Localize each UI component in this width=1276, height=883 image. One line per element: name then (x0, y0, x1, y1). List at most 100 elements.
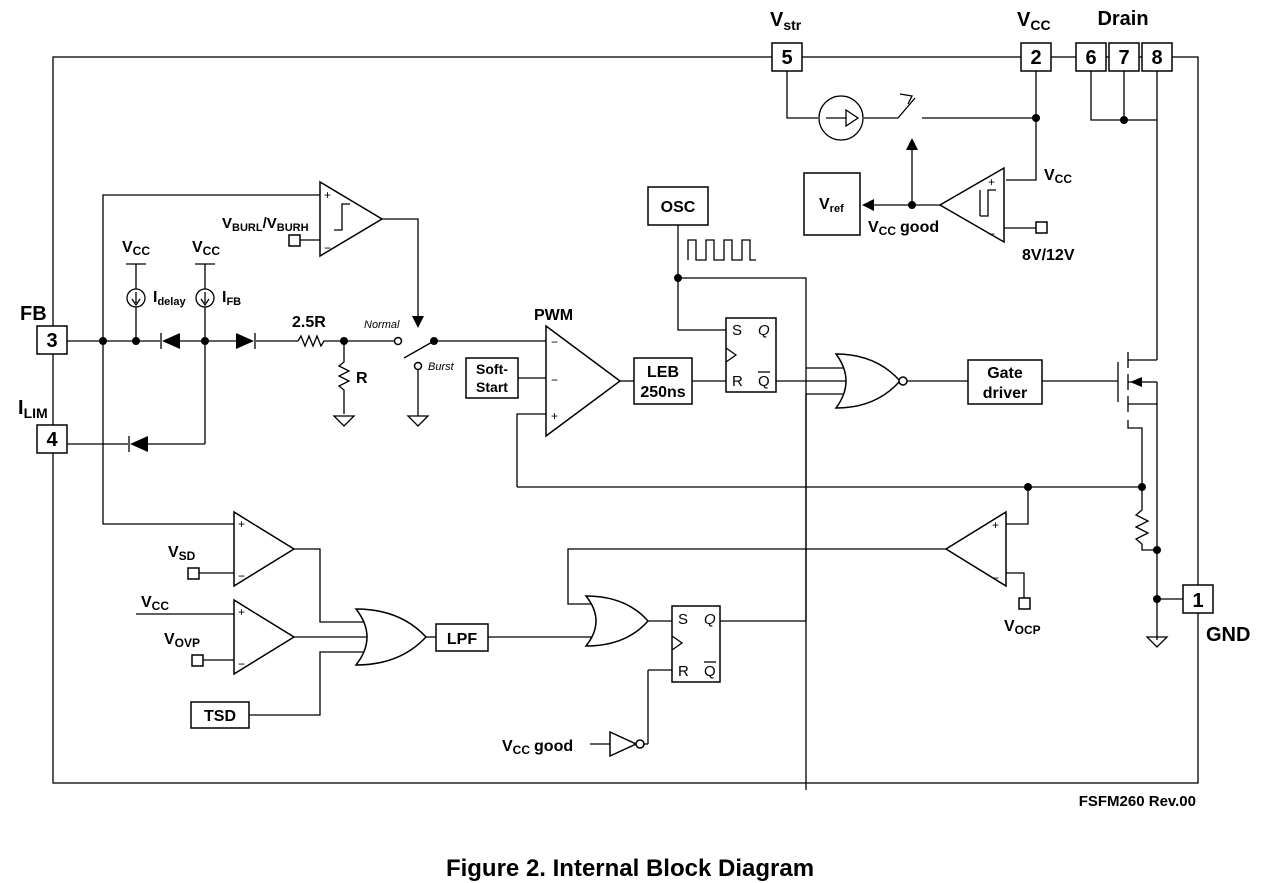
resistor-r-label: R (356, 370, 368, 387)
node-source (1153, 546, 1161, 554)
fb-to-burst-wire (102, 194, 320, 341)
latch-qbar: Q (704, 663, 716, 680)
fb-to-sd-wire (102, 341, 234, 525)
vstr-label: Vstr (770, 9, 802, 33)
lpf-label: LPF (447, 631, 477, 648)
ifb-label: IFB (222, 289, 241, 308)
figure-caption: Figure 2. Internal Block Diagram (446, 855, 814, 882)
pwm-ff-qbar: Q (758, 373, 770, 390)
mosfet-arrow (1130, 377, 1142, 387)
pin-1-box (1182, 584, 1214, 614)
pwm-ff-q: Q (758, 322, 770, 339)
soft-start-label-2: Start (476, 379, 508, 395)
ovp-ref-terminal (191, 654, 204, 667)
latch-r: R (678, 663, 689, 680)
leb-label-2: 250ns (640, 384, 685, 401)
leb-block (633, 357, 693, 405)
uvlo-ref-terminal (1035, 221, 1048, 234)
burst-comparator (319, 180, 384, 258)
or-gate-protection (354, 608, 428, 666)
tsd-to-or-wire (249, 651, 364, 716)
node-vcc-good (908, 201, 916, 209)
ifb-vcc-label: VCC (192, 239, 220, 258)
idelay-source (126, 288, 146, 308)
ovp-plus: + (238, 605, 245, 619)
ocp-ref-wire (1006, 572, 1025, 598)
osc-waveform (687, 239, 756, 261)
burst-to-switch-wire (382, 218, 419, 320)
pin-4-box (36, 424, 68, 454)
gnd-symbol-r (332, 415, 356, 427)
uvlo-minus: − (988, 227, 995, 241)
pwm-flipflop (725, 317, 777, 393)
uvlo-hysteresis (979, 189, 996, 217)
pin-3-number: 3 (46, 330, 57, 352)
switch-control-arrow (906, 138, 918, 150)
nor-bubble (898, 376, 908, 386)
startup-current-arrow (826, 108, 860, 128)
pwm-label: PWM (534, 307, 573, 324)
burst-ref-terminal (288, 234, 301, 247)
gnd-symbol (1145, 636, 1169, 648)
burst-minus: − (324, 241, 331, 255)
vcc-right-label: VCC (1044, 167, 1072, 186)
ocp-comparator (944, 510, 1007, 588)
vburl-vburh-label: VBURL/VBURH (222, 215, 309, 234)
ocp-input-wire (1006, 487, 1029, 525)
ocp-output-wire (567, 548, 946, 605)
pwm-ff-r: R (732, 373, 743, 390)
or-gate-latch (584, 595, 649, 647)
ifb-arrow (200, 292, 210, 307)
ovp-minus: − (238, 657, 245, 671)
vcc-pin-label: VCC (1017, 9, 1051, 33)
resistor-2-5r (297, 334, 326, 348)
nor-input-wires (806, 367, 845, 395)
vref-block (803, 172, 861, 236)
ilim-diode (130, 436, 148, 452)
pin-3-box (36, 325, 68, 355)
pin-1-number: 1 (1192, 590, 1203, 612)
gate-driver-block (967, 359, 1043, 405)
switch-normal-label: Normal (364, 319, 400, 331)
burst-hysteresis (334, 203, 350, 231)
gate-driver-label-2: driver (983, 385, 1027, 402)
node-vcc-top (1032, 114, 1040, 122)
pwm-ff-s: S (732, 322, 742, 339)
ocp-ref-terminal (1018, 597, 1031, 610)
ic-outline (52, 56, 1199, 784)
sd-ref-terminal (187, 567, 200, 580)
node-gnd (1153, 595, 1161, 603)
ovp-vcc-label: VCC (141, 594, 169, 613)
latch-reset-wire (647, 669, 672, 744)
vref-label: Vref (819, 196, 844, 215)
sd-plus: + (238, 517, 245, 531)
diode-1 (162, 333, 180, 349)
uvlo-comparator (938, 166, 1005, 244)
sd-minus: − (238, 569, 245, 583)
ocp-plus: + (992, 518, 999, 532)
latch-q: Q (704, 611, 716, 628)
node-osc (674, 274, 682, 282)
sense-fet-wire (1127, 420, 1143, 510)
vcc-good-arrow (862, 199, 874, 211)
node-drain (1120, 116, 1128, 124)
vsd-label: VSD (168, 544, 196, 563)
diode-2 (236, 333, 254, 349)
osc-to-s-wire (677, 225, 726, 331)
vovp-label: VOVP (164, 631, 200, 650)
pin-5-number: 5 (781, 47, 792, 69)
nor-gate (834, 353, 902, 409)
pwm-minus-2: − (551, 373, 558, 387)
switch-burst-contact (413, 361, 423, 371)
pwm-plus: + (551, 409, 558, 423)
gnd-symbol-burst (406, 415, 430, 427)
vstr-wire (786, 71, 898, 119)
idelay-label: Idelay (153, 289, 186, 308)
idelay-arrow (131, 292, 141, 307)
idelay-vcc-label: VCC (122, 239, 150, 258)
gate-driver-label-1: Gate (987, 365, 1023, 382)
pin-6-number: 6 (1085, 47, 1096, 69)
latch-s: S (678, 611, 688, 628)
resistor-r (337, 341, 351, 414)
